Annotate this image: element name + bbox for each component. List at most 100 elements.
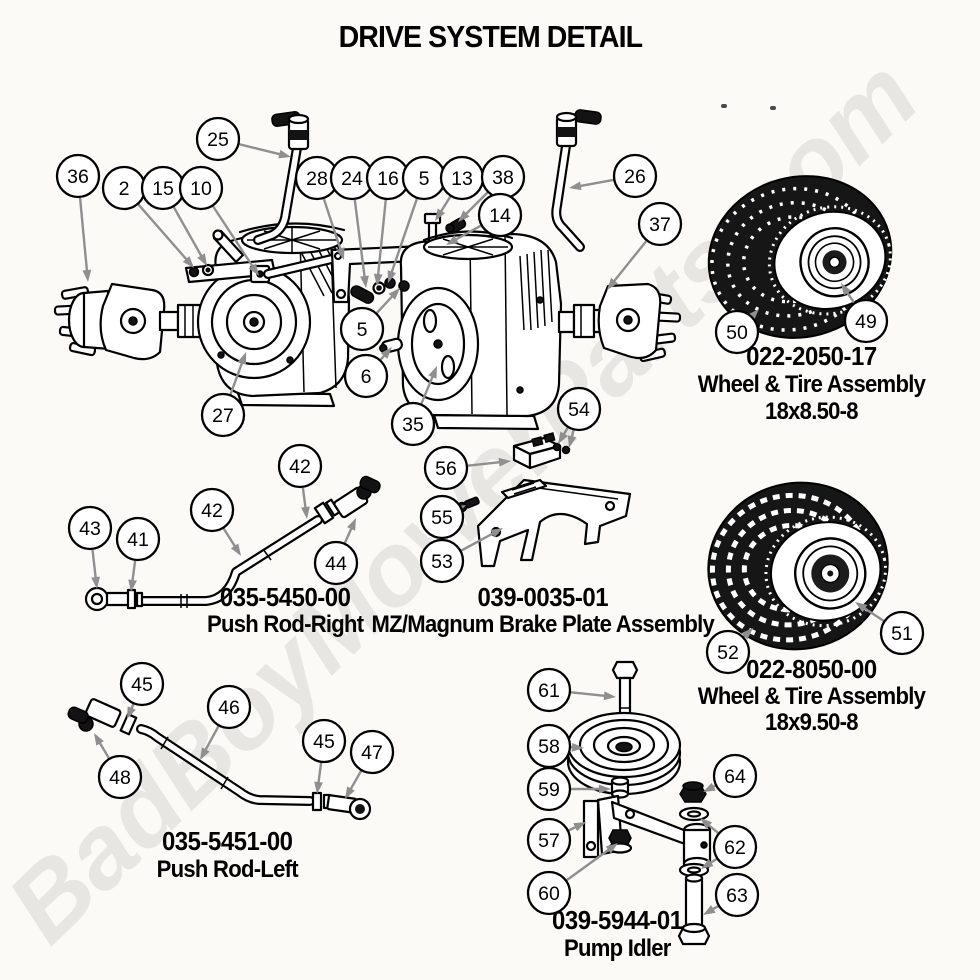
callout-bubble — [526, 870, 572, 916]
right-transaxle-drawing — [379, 230, 563, 431]
callout-47: 47 — [345, 729, 395, 799]
callout-bubble — [313, 540, 359, 586]
pump-idler-part-number: 039-5944-01 — [552, 906, 683, 935]
callout-6: 6 — [343, 347, 392, 399]
callout-number: 36 — [67, 166, 89, 188]
callout-number: 52 — [717, 642, 739, 664]
callout-bubble — [712, 824, 758, 870]
callout-number: 55 — [431, 507, 453, 529]
callout-number: 15 — [152, 178, 174, 200]
callout-number: 41 — [127, 529, 149, 551]
callout-10: 10 — [178, 165, 259, 276]
callout-bubble — [705, 629, 751, 675]
callout-60: 60 — [526, 843, 618, 916]
title-group: DRIVE SYSTEM DETAIL — [339, 20, 644, 54]
right-wheel-hub-drawing — [557, 282, 682, 363]
callout-number: 42 — [289, 456, 311, 478]
callout-2: 2 — [101, 165, 194, 268]
callout-number: 5 — [357, 319, 368, 341]
callout-bubble — [343, 353, 389, 399]
callout-bubble — [714, 309, 760, 355]
callout-number: 6 — [361, 366, 372, 388]
push-rod-left-drawing — [67, 698, 372, 821]
brake-plate-part-number: 039-0035-01 — [478, 583, 609, 612]
callout-bubble — [339, 306, 385, 352]
callout-25: 25 — [195, 116, 291, 162]
wheel2-part-number: 022-8050-00 — [746, 655, 877, 684]
callout-bubble — [115, 516, 161, 562]
callout-59: 59 — [526, 766, 611, 812]
callout-bubble — [119, 661, 165, 707]
callout-number: 49 — [855, 311, 877, 333]
callout-number: 16 — [377, 168, 399, 190]
callout-number: 58 — [538, 736, 560, 758]
page-title: DRIVE SYSTEM DETAIL — [339, 20, 643, 54]
callout-27: 27 — [200, 352, 247, 438]
callout-bubble — [206, 684, 252, 730]
callout-41: 41 — [115, 516, 161, 592]
callout-bubble — [637, 201, 683, 247]
callout-bubble — [612, 153, 658, 199]
callout-14: 14 — [446, 192, 523, 245]
wheel-tire-18x950-drawing — [707, 481, 889, 651]
callout-number: 45 — [313, 731, 335, 753]
callout-35: 35 — [390, 366, 437, 447]
idler-flange-nut — [607, 829, 633, 854]
callout-bubble — [526, 667, 572, 713]
callout-bubble — [879, 610, 925, 656]
callout-37: 37 — [607, 201, 683, 290]
pump-idler-drawing — [566, 660, 712, 946]
callout-38: 38 — [458, 154, 526, 222]
callout-number: 48 — [109, 767, 131, 789]
callout-bubble — [712, 753, 758, 799]
callout-36: 36 — [55, 153, 101, 282]
pushrod-left-name: Push Rod-Left — [157, 855, 299, 882]
callout-bubble — [477, 192, 523, 238]
brake-lever-left — [212, 229, 245, 264]
brake-pin — [379, 337, 403, 354]
push-rod-right-drawing — [84, 475, 381, 612]
callout-number: 14 — [489, 205, 511, 227]
callout-45: 45 — [119, 661, 165, 719]
left-wheel-hub-drawing — [53, 282, 220, 361]
callout-number: 45 — [131, 674, 153, 696]
callout-bubble — [556, 386, 602, 432]
pump-idler-name: Pump Idler — [564, 934, 671, 961]
callout-number: 56 — [435, 458, 457, 480]
callout-number: 50 — [726, 322, 748, 344]
callout-number: 26 — [624, 166, 646, 188]
callout-bubble — [526, 817, 572, 863]
callout-number: 27 — [212, 405, 234, 427]
callout-58: 58 — [526, 723, 584, 769]
brake-connector-block — [512, 432, 571, 470]
callout-51: 51 — [855, 602, 925, 656]
callout-50: 50 — [714, 309, 760, 355]
callout-bubble — [195, 116, 241, 162]
callout-number: 37 — [649, 214, 671, 236]
callout-number: 61 — [538, 680, 560, 702]
scan-marks — [721, 104, 776, 110]
callout-64: 64 — [703, 753, 758, 799]
callout-43: 43 — [67, 505, 113, 589]
pushrod-left-part-number: 035-5451-00 — [162, 827, 293, 856]
pump-face — [396, 286, 480, 402]
callout-49: 49 — [841, 283, 889, 344]
callout-number: 62 — [724, 837, 746, 859]
callout-bubble — [67, 505, 113, 551]
wheel1-name: Wheel & Tire Assembly — [698, 370, 926, 397]
callout-55: 55 — [419, 494, 466, 540]
callout-bubble — [349, 729, 395, 775]
callout-24: 24 — [329, 155, 375, 288]
pushrod-right-part-number: 035-5450-00 — [220, 583, 351, 612]
callout-5: 5 — [339, 288, 400, 352]
right-axle-shaft — [557, 303, 610, 339]
callout-53: 53 — [419, 528, 503, 584]
callout-bubble — [97, 754, 143, 800]
callout-bubble — [419, 538, 465, 584]
callout-number: 24 — [341, 168, 363, 190]
callout-number: 44 — [325, 553, 347, 575]
callout-number: 38 — [492, 167, 514, 189]
callout-45: 45 — [301, 718, 347, 794]
